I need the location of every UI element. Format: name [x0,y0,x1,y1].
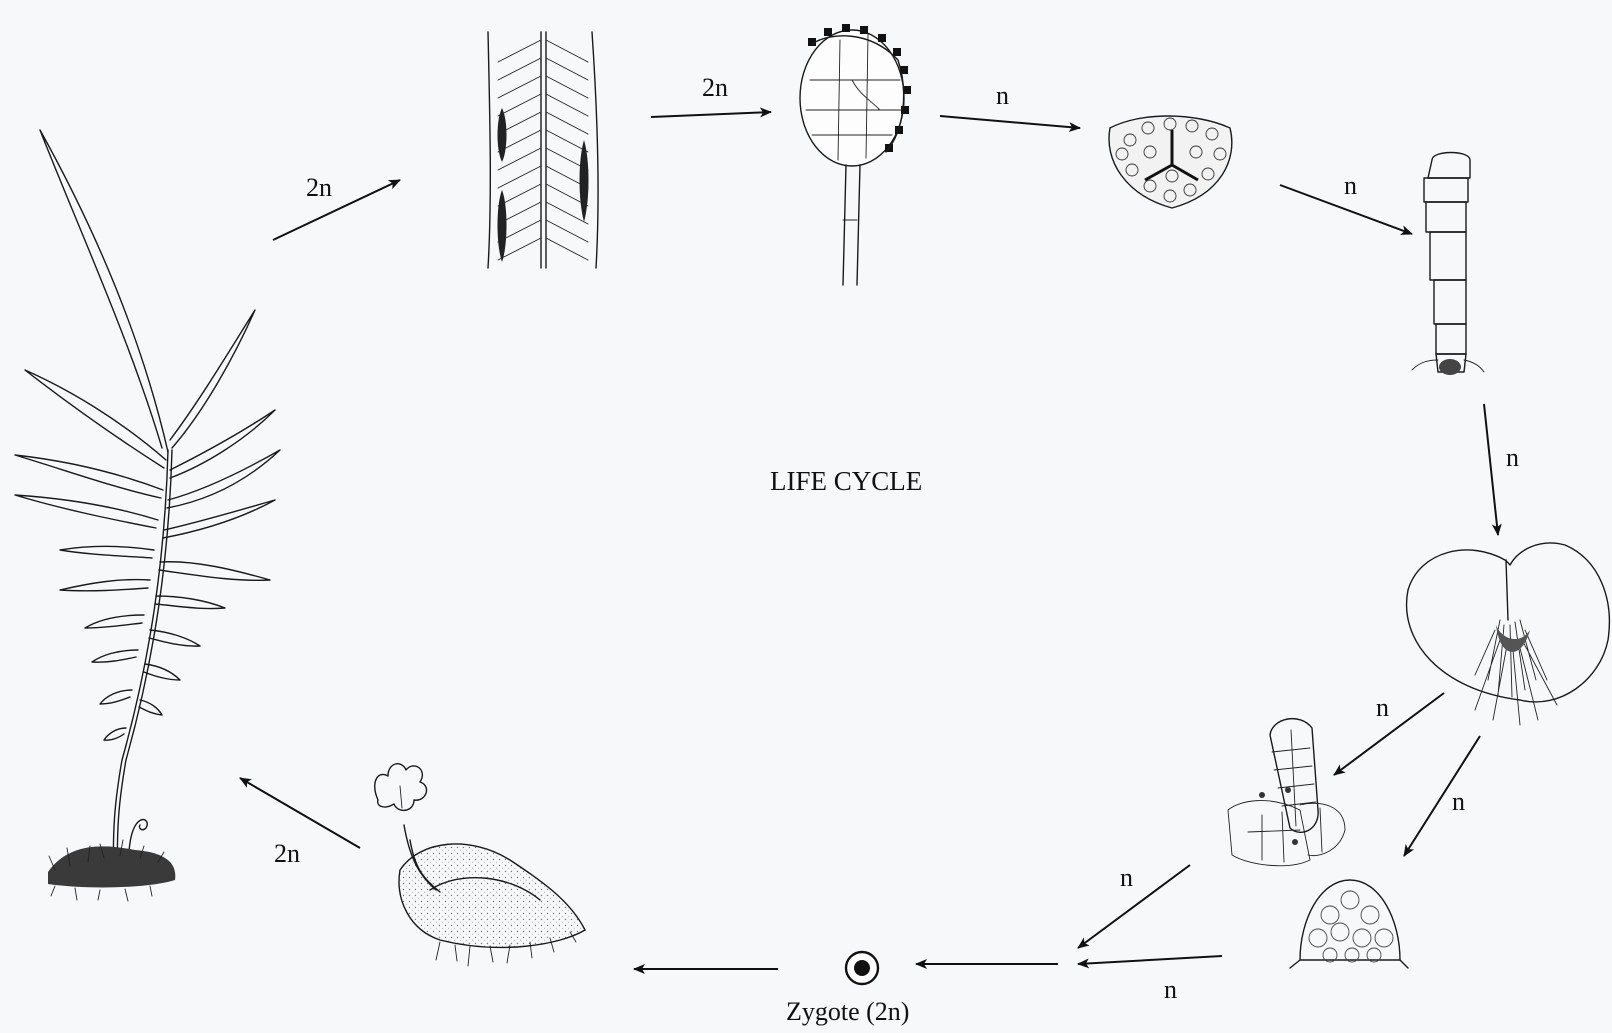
label-pinna-to-sporangium: 2n [702,73,728,102]
arrow-antheridium-to-fertilization [1078,956,1222,964]
label-antheridium-to-fertilization: n [1164,975,1177,1004]
germinating-filament-illustration [1412,153,1484,376]
label-filament-to-prothallus: n [1506,443,1519,472]
sporangium-illustration [800,24,911,285]
arrow-archegonium-to-fertilization [1078,865,1190,948]
antheridium-illustration [1290,880,1408,968]
label-sporangium-to-spore: n [996,81,1009,110]
archegonium-neck-illustration [1228,719,1345,866]
label-prothallus-to-archegonium: n [1376,693,1389,722]
young-sporophyte-illustration [375,764,585,966]
label-sporophyte-to-pinna: 2n [306,173,332,202]
arrow-sporophyte-to-pinna [273,180,400,240]
arrow-prothallus-to-archegonium [1334,693,1444,775]
arrow-filament-to-prothallus [1484,404,1498,535]
label-archegonium-to-fertilization: n [1120,863,1133,892]
pinna-with-sori-illustration [488,32,598,268]
arrow-pinna-to-sporangium [651,112,771,117]
fern-sporophyte-illustration [15,130,280,901]
diagram-title: LIFE CYCLE [770,466,922,496]
zygote-label: Zygote (2n) [786,997,909,1026]
label-young-sporophyte-to-adult: 2n [274,839,300,868]
spore-illustration [1109,116,1232,208]
arrow-prothallus-to-antheridium [1404,736,1480,856]
zygote-symbol [846,952,878,984]
label-prothallus-to-antheridium: n [1452,787,1465,816]
arrow-young-sporophyte-to-adult [240,778,360,848]
label-spore-to-filament: n [1344,171,1357,200]
arrow-sporangium-to-spore [940,116,1080,128]
